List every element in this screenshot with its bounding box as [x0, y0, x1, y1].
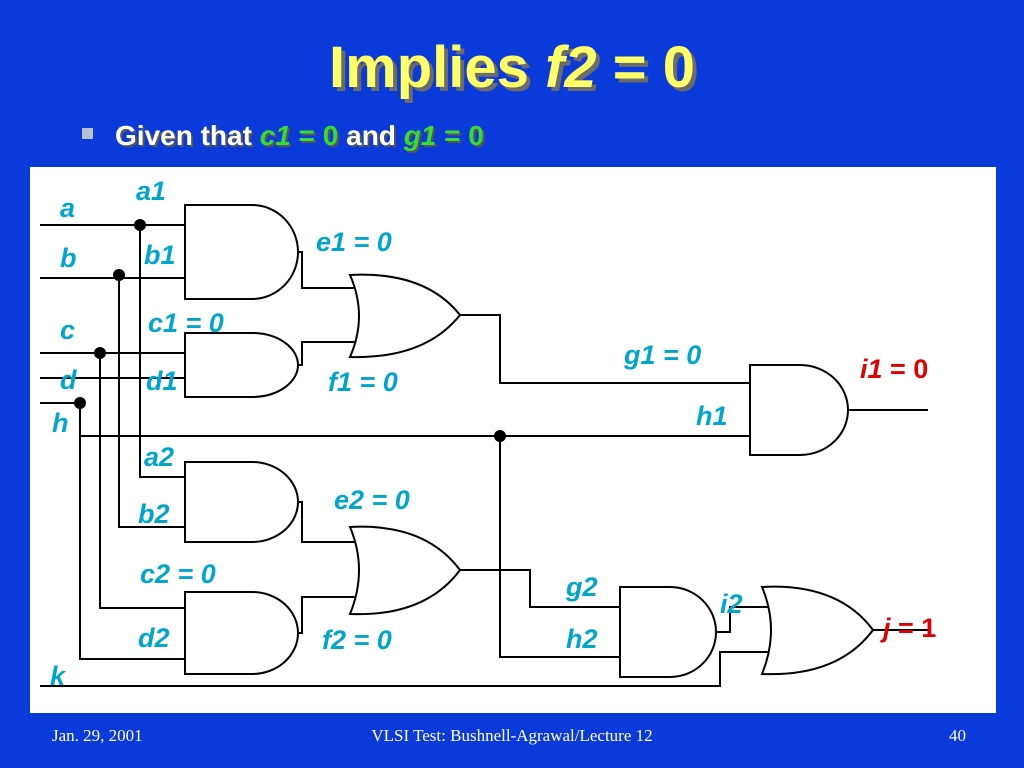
and-gate-2 [184, 332, 299, 398]
label-c1: c1 = 0 [148, 308, 224, 338]
labels: a b c d h k a1 b1 c1 = 0 d1 a2 b2 c2 = 0… [50, 176, 743, 691]
title-suffix: = 0 [596, 35, 695, 100]
label-f1: f1 = 0 [328, 367, 398, 397]
junction-h-main [494, 430, 506, 442]
junction-b [113, 269, 125, 281]
wire-e1 [298, 251, 362, 289]
label-input-c: c [60, 315, 75, 345]
label-input-k: k [50, 661, 67, 691]
and-gate-6 [619, 586, 717, 678]
output-i1-val: = 0 [883, 354, 929, 384]
output-i1-var: i1 [860, 354, 883, 384]
or-gate-3 [760, 585, 875, 676]
circuit-diagram: a b c d h k a1 b1 c1 = 0 d1 a2 b2 c2 = 0… [30, 167, 996, 713]
junctions [74, 219, 506, 442]
bullet-prefix: Given that [115, 120, 260, 151]
label-d1: d1 [146, 366, 178, 396]
slide-title: Implies f2 = 0 [0, 34, 1024, 101]
label-output-i1: i1 = 0 [860, 354, 928, 384]
footer-date: Jan. 29, 2001 [52, 726, 143, 745]
label-input-d: d [60, 365, 77, 395]
bullet-eq-c1: = 0 [290, 120, 339, 151]
junction-h [74, 397, 86, 409]
label-h2: h2 [566, 624, 598, 654]
label-input-a: a [60, 193, 75, 223]
wire-e2 [298, 501, 362, 543]
label-b1: b1 [144, 240, 176, 270]
circuit-svg: a b c d h k a1 b1 c1 = 0 d1 a2 b2 c2 = 0… [40, 176, 936, 691]
label-a2: a2 [144, 442, 174, 472]
and-gate-5 [749, 364, 849, 456]
bullet-square-icon [82, 128, 93, 140]
label-input-h: h [52, 408, 69, 438]
label-d2: d2 [138, 623, 170, 653]
output-j-val: = 1 [891, 613, 937, 643]
label-b2: b2 [138, 499, 170, 529]
wire-g1 [460, 314, 750, 384]
wire-f2 [298, 596, 362, 634]
label-h1: h1 [696, 401, 728, 431]
footer-title: VLSI Test: Bushnell-Agrawal/Lecture 12 [371, 726, 653, 745]
label-f2: f2 = 0 [322, 625, 392, 655]
and-gate-1 [184, 204, 299, 300]
wire-i2 [716, 606, 772, 633]
label-e2: e2 = 0 [334, 485, 410, 515]
label-i2: i2 [720, 589, 743, 619]
wire-b-branch [118, 278, 185, 528]
or-gate-1 [348, 273, 462, 359]
wire-g2 [460, 569, 620, 608]
label-g2: g2 [565, 572, 598, 602]
wire-h-fanout [79, 403, 185, 660]
wire-f1 [298, 341, 362, 366]
bullet-var-c1: c1 [259, 120, 291, 151]
bullet-mid: and [338, 120, 404, 151]
bullet-var-g1: g1 [403, 120, 437, 151]
label-e1: e1 = 0 [316, 227, 392, 257]
output-labels: i1 = 0 j = 1 [860, 354, 936, 643]
output-j-var: j [880, 613, 891, 643]
label-c2: c2 = 0 [140, 559, 216, 589]
title-variable: f2 [545, 35, 597, 100]
bullet-line: Given that c1 = 0 and g1 = 0 [82, 120, 484, 152]
junction-c [94, 347, 106, 359]
and-gate-3 [184, 461, 299, 543]
bullet-eq-g1: = 0 [436, 120, 484, 151]
label-g1: g1 = 0 [623, 340, 701, 370]
junction-a [134, 219, 146, 231]
wires [40, 224, 928, 687]
or-gate-2 [348, 525, 462, 616]
wire-a-branch [139, 225, 185, 478]
wire-h-branch [499, 436, 620, 658]
and-gate-4 [184, 591, 299, 675]
title-prefix: Implies [329, 35, 546, 100]
wire-c-branch [99, 353, 185, 609]
wire-k [40, 651, 772, 687]
gates [184, 204, 875, 678]
label-a1: a1 [136, 176, 166, 206]
footer-page-number: 40 [949, 726, 966, 745]
label-output-j: j = 1 [880, 613, 936, 643]
label-input-b: b [60, 243, 77, 273]
